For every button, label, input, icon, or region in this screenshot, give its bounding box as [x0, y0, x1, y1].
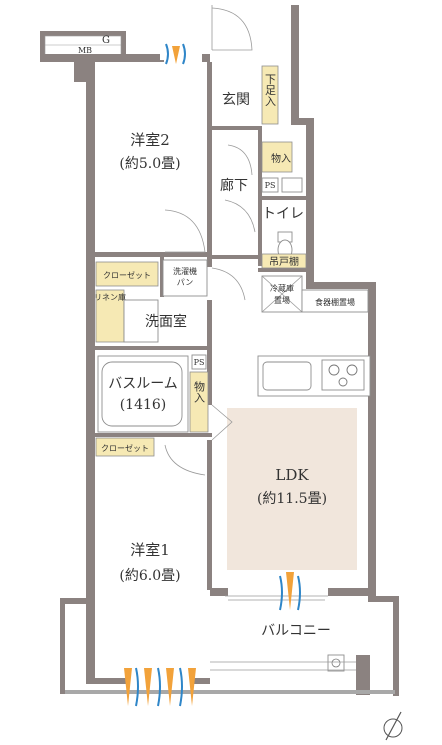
- linen-closet: [95, 289, 125, 343]
- hanging-shelf: [261, 253, 307, 269]
- hanging-shelf-label: 吊戸棚: [269, 255, 299, 268]
- room-western-2-name: 洋室2: [130, 131, 170, 149]
- bath-storage-label: 物入: [193, 380, 206, 403]
- bathtub-icon: [97, 355, 189, 433]
- closet-bottom: [95, 437, 155, 457]
- room-bathroom-size: (1416): [120, 397, 167, 413]
- hall-storage: [261, 141, 293, 173]
- room-bathroom-name: バスルーム: [108, 376, 178, 392]
- room-washroom-name: 洗面室: [145, 313, 187, 330]
- meter-box-label: MB: [78, 46, 92, 55]
- linen-label: リネン庫: [94, 292, 126, 302]
- stove-icon: [321, 359, 365, 391]
- north-arrow-icon: [383, 711, 403, 741]
- room-balcony-name: バルコニー: [261, 623, 331, 639]
- closet-bottom-label: クローゼット: [101, 443, 149, 453]
- room-western-2-size: (約5.0畳): [119, 156, 180, 172]
- fridge-label-2: 置場: [274, 295, 290, 305]
- walls: [40, 5, 399, 696]
- ldk-highlight: [227, 408, 357, 570]
- doors: [164, 5, 328, 601]
- dish-shelf-label: 食器棚置場: [315, 297, 355, 307]
- room-entrance-name: 玄関: [222, 91, 250, 108]
- room-western-1-name: 洋室1: [130, 541, 170, 559]
- closet-top: [95, 261, 159, 287]
- gas-meter-label: G: [102, 35, 110, 46]
- partitions: [95, 62, 306, 590]
- room-ldk-name: LDK: [275, 466, 309, 484]
- fridge-label-1: 冷蔵庫: [270, 283, 294, 293]
- room-ldk-size: (約11.5畳): [257, 491, 327, 507]
- room-hallway-name: 廊下: [220, 177, 248, 194]
- dish-shelf-space: [301, 289, 369, 313]
- hall-storage-label: 物入: [271, 152, 291, 165]
- room-toilet-name: トイレ: [262, 206, 304, 222]
- washer-label-2: パン: [177, 278, 193, 287]
- washer-label-1: 洗濯機: [173, 266, 197, 276]
- washer-pan: [162, 259, 208, 297]
- bath-storage: [189, 371, 209, 433]
- ps-mid-label: PS: [194, 358, 205, 367]
- room-western-1-size: (約6.0畳): [119, 568, 180, 584]
- shoe-box: [261, 65, 279, 125]
- ps-top-label: PS: [265, 181, 276, 190]
- sink-icon: [262, 361, 312, 391]
- airflow-arrow-icon: [124, 43, 301, 707]
- shoe-box-label: 下足入: [264, 74, 277, 107]
- closet-top-label: クローゼット: [103, 270, 151, 280]
